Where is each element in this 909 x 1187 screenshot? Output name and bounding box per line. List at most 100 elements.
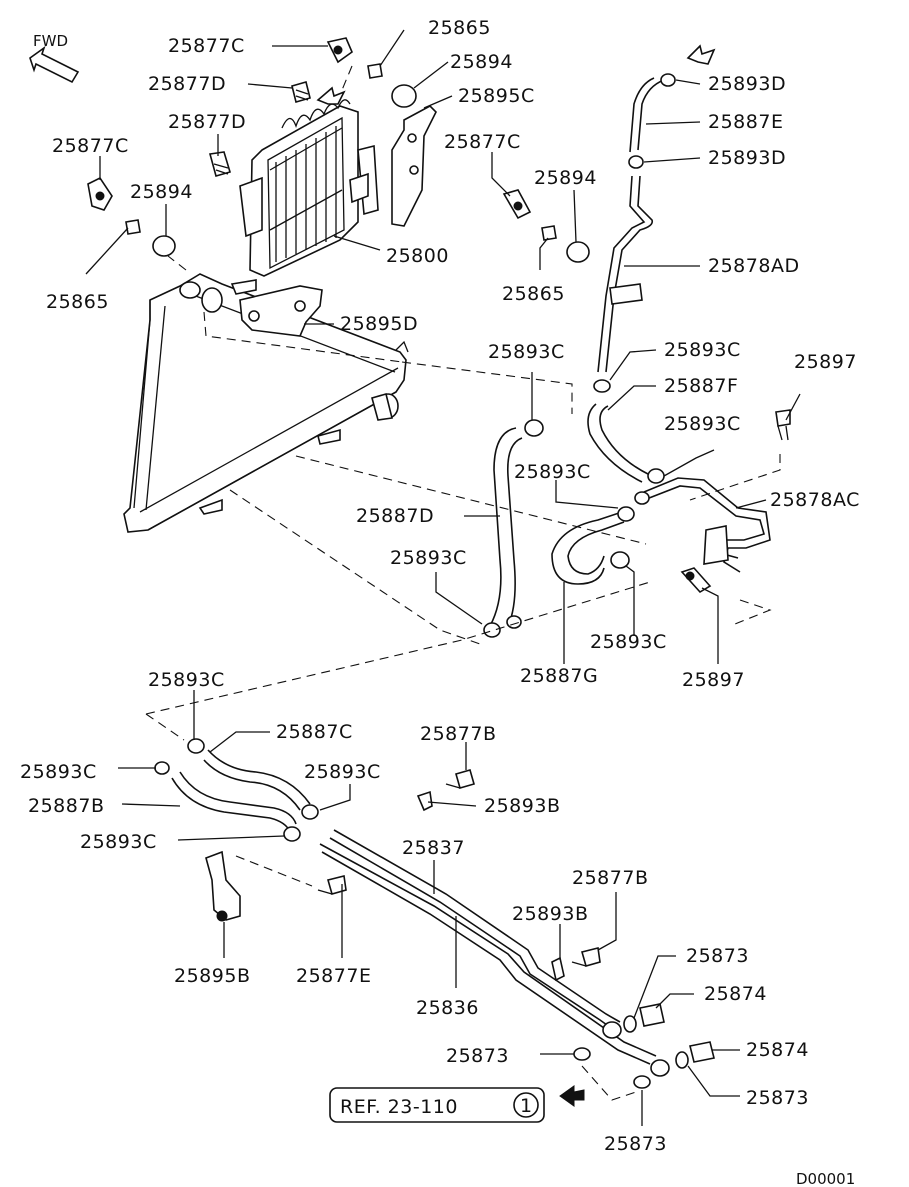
callout-label: 25874 — [704, 983, 767, 1005]
callout-label: 25873 — [446, 1045, 509, 1067]
eye-bolt-25874 — [639, 1003, 665, 1027]
callout-label: 25836 — [416, 997, 479, 1019]
collar-25865-left — [125, 219, 141, 235]
washer-25873 — [573, 1047, 591, 1061]
washer-25873 — [675, 1051, 689, 1069]
grommet-25894-left — [152, 235, 176, 257]
clamp-25893c — [647, 468, 665, 484]
callout-label: 25893C — [664, 339, 741, 361]
callout-label: 25877B — [572, 867, 648, 889]
diagram-code: D00001 — [796, 1170, 855, 1187]
callout-label: 25887D — [356, 505, 434, 527]
callout-label: 25893C — [80, 831, 157, 853]
reference-circled-number: 1 — [520, 1095, 533, 1117]
washer-25873 — [623, 1015, 637, 1033]
direction-arrow-icon — [316, 86, 346, 105]
grommet-25894-right — [566, 241, 590, 263]
bolt-25897-bottom — [680, 567, 712, 594]
collar-25865-right — [541, 225, 557, 241]
collar-25865-top — [367, 63, 383, 79]
washer-25873 — [633, 1075, 651, 1089]
bolt-25897-top — [775, 409, 791, 441]
callout-labels: 25877C 25877D 25877D 25877C 25865 25894 … — [20, 17, 860, 1155]
callout-label: 25874 — [746, 1039, 809, 1061]
direction-arrow-icon — [686, 44, 716, 65]
callout-label: 25877D — [168, 111, 246, 133]
fwd-arrow-icon — [29, 45, 80, 84]
bolt-25877d-upper — [291, 81, 311, 103]
callout-label: 25897 — [794, 351, 857, 373]
callout-label: 25893C — [590, 631, 667, 653]
callout-label: 25877D — [148, 73, 226, 95]
reference-text: REF. 23-110 — [340, 1096, 458, 1118]
hose-25887g — [551, 511, 625, 585]
clamp-25893d-bottom — [628, 155, 644, 169]
callout-label: 25893C — [20, 761, 97, 783]
pipe-25837 — [319, 829, 657, 1065]
clamp-25893c — [483, 622, 501, 638]
bolt-25877c-left — [87, 176, 113, 211]
hose-25887b — [171, 771, 297, 833]
callout-label: 25893C — [514, 461, 591, 483]
callout-label: 25895B — [174, 965, 250, 987]
callout-label: 25887C — [276, 721, 353, 743]
clamp-25893c — [610, 551, 630, 569]
callout-label: 25894 — [450, 51, 513, 73]
clip-25893b-upper — [416, 790, 433, 812]
bracket-25895b — [205, 850, 241, 921]
bolt-25877c-top — [326, 37, 353, 64]
callout-label: 25878AC — [770, 489, 860, 511]
callout-label: 25895D — [340, 313, 418, 335]
bracket-25895d — [239, 285, 323, 337]
callout-label: 25877C — [168, 35, 245, 57]
callout-label: 25877B — [420, 723, 496, 745]
clamp-25893c — [524, 419, 544, 437]
clamp-25893c — [617, 506, 635, 522]
callout-label: 25873 — [604, 1133, 667, 1155]
clamp-25893c — [301, 804, 319, 820]
callout-label: 25893C — [488, 341, 565, 363]
bolt-25877d-lower — [208, 151, 231, 177]
callout-label: 25893C — [390, 547, 467, 569]
leader-lines — [85, 29, 801, 1126]
clamp-25893c — [154, 761, 170, 775]
bolt-25877b-upper — [445, 769, 475, 789]
callout-label: 25878AD — [708, 255, 800, 277]
hose-25887f — [587, 403, 649, 483]
radiator — [123, 273, 409, 533]
callout-label: 25877C — [52, 135, 129, 157]
guide-lines — [145, 65, 781, 1101]
callout-label: 25837 — [402, 837, 465, 859]
eye-bolt-25874 — [689, 1041, 715, 1063]
callout-label: 25800 — [386, 245, 449, 267]
hose-25887d — [489, 427, 523, 627]
callout-label: 25887E — [708, 111, 783, 133]
bolt-25877b-lower — [571, 947, 601, 967]
callout-label: 25893D — [708, 147, 786, 169]
callout-label: 25887B — [28, 795, 104, 817]
callout-label: 25893B — [484, 795, 560, 817]
grommet-25894-top — [391, 84, 417, 108]
callout-label: 25897 — [682, 669, 745, 691]
bolt-25877c-right — [502, 189, 532, 220]
callout-label: 25877C — [444, 131, 521, 153]
callout-label: 25873 — [686, 945, 749, 967]
callout-label: 25865 — [46, 291, 109, 313]
callout-label: 25893D — [708, 73, 786, 95]
callout-label: 25893C — [148, 669, 225, 691]
hose-25887e — [629, 77, 665, 153]
callout-label: 25893B — [512, 903, 588, 925]
callout-label: 25894 — [130, 181, 193, 203]
callout-label: 25893C — [664, 413, 741, 435]
clamp-25893c — [187, 738, 205, 754]
callout-label: 25873 — [746, 1087, 809, 1109]
hose-25887c — [203, 749, 311, 811]
callout-label: 25893C — [304, 761, 381, 783]
clamp-25893c — [593, 379, 611, 393]
ref-arrow-icon — [559, 1085, 585, 1107]
tube-25878ad — [597, 175, 654, 373]
reference-box: REF. 23-110 1 — [329, 1087, 545, 1123]
callout-label: 25865 — [502, 283, 565, 305]
